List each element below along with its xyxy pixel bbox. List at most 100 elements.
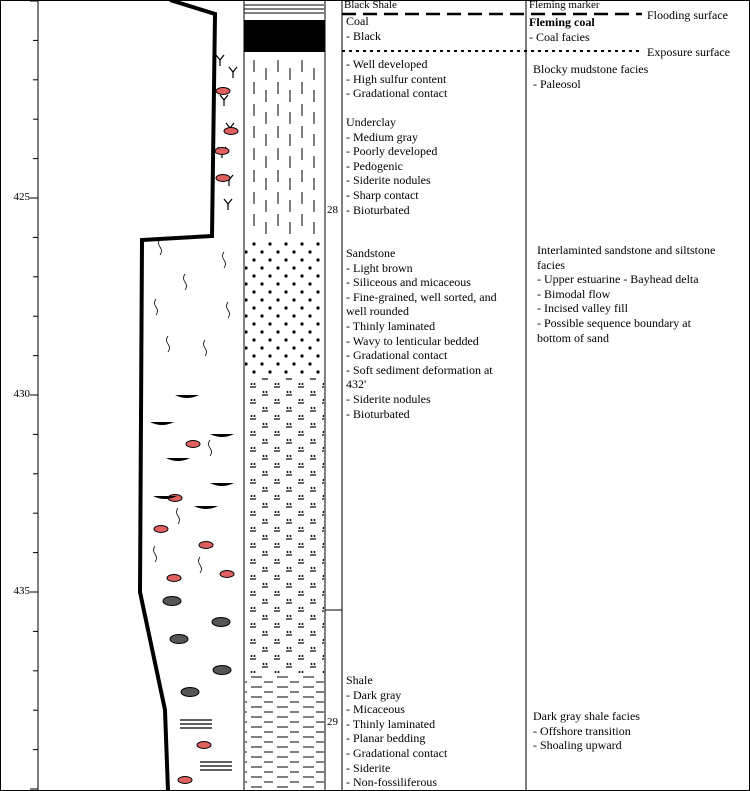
lenticular-bedding-icon xyxy=(166,458,190,461)
depth-label-435: 435 xyxy=(0,585,30,597)
underclay-item: - Siderite nodules xyxy=(346,173,437,188)
sandstone-item: - Gradational contact xyxy=(346,348,497,363)
siderite-nodule-icon xyxy=(220,571,234,578)
mudstone-title: Blocky mudstone facies xyxy=(533,62,648,77)
unit-number-29: 29 xyxy=(327,716,338,728)
fleming-coal-facies: Fleming coal - Coal facies xyxy=(529,15,595,44)
unit-number-28: 28 xyxy=(327,204,338,216)
sandstone-title: Sandstone xyxy=(346,246,497,261)
sandstone-item: - Wavy to lenticular bedded xyxy=(346,334,497,349)
burrow-icon xyxy=(204,340,207,356)
underclay-top-description: - Well developed - High sulfur content -… xyxy=(346,57,447,101)
burrow-icon xyxy=(155,299,158,315)
sandstone-facies-item: - Possible sequence boundary at xyxy=(537,316,715,331)
lenticular-bedding-icon xyxy=(210,483,234,486)
siderite-nodule-icon xyxy=(216,175,230,182)
siderite-nodule-icon xyxy=(178,777,192,784)
lithology-column xyxy=(244,0,325,791)
sandstone-item: - Soft sediment deformation at xyxy=(346,363,497,378)
shale-item: - Planar bedding xyxy=(346,731,447,746)
fleming-coal-item: - Coal facies xyxy=(529,30,595,45)
coal-description: Coal - Black xyxy=(346,14,381,43)
lenticular-bedding-icon xyxy=(210,434,234,437)
sandstone-item: - Siliceous and micaceous xyxy=(346,275,497,290)
coal-title: Coal xyxy=(346,14,381,29)
coal-item: - Black xyxy=(346,29,381,44)
burrow-icon xyxy=(199,557,202,573)
underclay-item: - Bioturbated xyxy=(346,203,437,218)
underclay-top-item: - Gradational contact xyxy=(346,86,447,101)
lenticular-bedding-icon xyxy=(194,506,218,509)
sandstone-item: - Bioturbated xyxy=(346,407,497,422)
concretion-icon xyxy=(181,688,199,697)
sandstone-item: - Thinly laminated xyxy=(346,319,497,334)
coal-bed xyxy=(244,20,325,52)
underclay-item: - Sharp contact xyxy=(346,188,437,203)
siderite-nodule-icon xyxy=(216,88,230,95)
root-icon xyxy=(220,95,228,106)
underclay-item: - Poorly developed xyxy=(346,144,437,159)
concretion-icon xyxy=(212,618,230,627)
root-icon xyxy=(224,199,232,210)
sandstone-item: well rounded xyxy=(346,304,497,319)
shale-description: Shale - Dark gray - Micaceous - Thinly l… xyxy=(346,673,447,790)
siderite-nodule-icon xyxy=(167,575,181,582)
lenticular-bedding-icon xyxy=(150,422,174,425)
burrow-icon xyxy=(223,252,226,268)
concretion-icon xyxy=(163,597,181,606)
fleming-coal-title: Fleming coal xyxy=(529,15,595,30)
shale-facies: Dark gray shale facies - Offshore transi… xyxy=(533,709,640,753)
sandstone-item: - Light brown xyxy=(346,261,497,276)
mudstone-facies: Blocky mudstone facies - Paleosol xyxy=(533,62,648,91)
shale-item: - Siderite xyxy=(346,761,447,776)
underclay-top-item: - High sulfur content xyxy=(346,72,447,87)
concretion-icon xyxy=(170,635,188,644)
mudstone-item: - Paleosol xyxy=(533,77,648,92)
facies-header: Fleming marker xyxy=(529,0,600,13)
burrow-icon xyxy=(209,440,212,456)
burrow-icon xyxy=(159,239,162,255)
shale-item: - Dark gray xyxy=(346,688,447,703)
underclay-title: Underclay xyxy=(346,115,437,130)
sandstone-description: Sandstone - Light brown - Siliceous and … xyxy=(346,246,497,421)
sandstone-item: 432' xyxy=(346,377,497,392)
depth-label-430: 430 xyxy=(0,388,30,400)
sandstone-item: - Fine-grained, well sorted, and xyxy=(346,290,497,305)
shale-facies-item: - Offshore transition xyxy=(533,724,640,739)
sandstone-facies-item: bottom of sand xyxy=(537,331,715,346)
flooding-surface-label: Flooding surface xyxy=(647,8,728,23)
shale-title: Shale xyxy=(346,673,447,688)
shale-item: - Thinly laminated xyxy=(346,717,447,732)
underclay-bed xyxy=(254,60,314,234)
siderite-nodule-icon xyxy=(154,526,168,533)
sand-bed xyxy=(245,238,324,378)
sandstone-facies-item: - Bimodal flow xyxy=(537,287,715,302)
burrow-icon xyxy=(184,274,187,290)
underclay-item: - Pedogenic xyxy=(346,159,437,174)
underclay-description: Underclay - Medium gray - Poorly develop… xyxy=(346,115,437,217)
depth-ticks xyxy=(30,1,38,789)
sandstone-facies-item: - Incised valley fill xyxy=(537,301,715,316)
root-icon xyxy=(216,55,224,66)
shale-item: - Gradational contact xyxy=(346,746,447,761)
underclay-top-item: - Well developed xyxy=(346,57,447,72)
sedimentary-symbols xyxy=(150,55,238,784)
siderite-nodule-icon xyxy=(199,542,213,549)
root-icon xyxy=(229,67,237,78)
shale-bed xyxy=(245,674,324,791)
shale-item: - Non-fossiliferous xyxy=(346,775,447,790)
burrow-icon xyxy=(167,336,170,352)
burrow-icon xyxy=(177,508,180,524)
exposure-surface-label: Exposure surface xyxy=(647,45,730,60)
shale-facies-title: Dark gray shale facies xyxy=(533,709,640,724)
lenticular-bedding-icon xyxy=(175,395,199,398)
silt-bed xyxy=(245,378,324,674)
shale-facies-item: - Shoaling upward xyxy=(533,738,640,753)
siderite-nodule-icon xyxy=(186,441,200,448)
depth-label-425: 425 xyxy=(0,191,30,203)
burrow-icon xyxy=(154,546,157,562)
sandstone-facies-title: Interlaminted sandstone and siltstone xyxy=(537,243,715,258)
lithology-header: Black Shale xyxy=(344,0,397,13)
sandstone-item: - Siderite nodules xyxy=(346,392,497,407)
underclay-item: - Medium gray xyxy=(346,130,437,145)
